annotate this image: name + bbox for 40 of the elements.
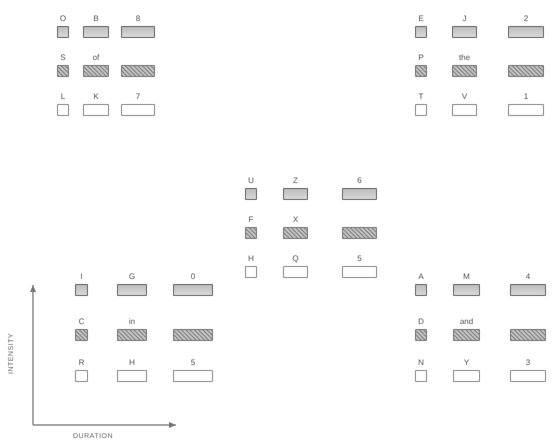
box-label: 3: [526, 358, 530, 368]
box-label: V: [462, 92, 468, 102]
box-label: 4: [526, 272, 530, 282]
box-label: T: [418, 92, 424, 102]
box-label: 5: [357, 254, 362, 264]
box-label: Z: [293, 176, 298, 186]
box-label: I: [80, 272, 83, 282]
box-label: A: [418, 272, 424, 282]
box-label: 0: [190, 272, 196, 282]
box-label: N: [418, 358, 424, 368]
box-label: in: [128, 317, 136, 327]
box-label: R: [78, 358, 84, 368]
box-label: U: [248, 176, 254, 186]
box-label: Y: [464, 358, 470, 368]
box-label: of: [92, 53, 100, 63]
box-label: C: [78, 317, 84, 327]
box-label: H: [248, 254, 254, 264]
box-label: O: [60, 14, 66, 24]
box-label: B: [93, 14, 99, 24]
box-label: D: [418, 317, 424, 327]
box-label: F: [248, 215, 254, 225]
box-label: 8: [136, 14, 140, 24]
box-label: 6: [357, 176, 362, 186]
box-label: P: [418, 53, 424, 63]
box-label: X: [292, 215, 298, 225]
box-label: G: [128, 272, 136, 282]
box-label: 2: [524, 14, 528, 24]
box-label: 7: [136, 92, 140, 102]
box-label: 1: [524, 92, 528, 102]
box-label: H: [129, 358, 135, 368]
box-label: 5: [190, 358, 196, 368]
box-label: E: [418, 14, 424, 24]
box-label: the: [458, 53, 470, 63]
box-label: M: [463, 272, 470, 282]
box-label: J: [462, 14, 466, 24]
box-label: S: [60, 53, 66, 63]
box-label: and: [460, 317, 474, 327]
box-label: Q: [292, 254, 299, 264]
box-label: L: [60, 92, 66, 102]
box-label: K: [93, 92, 99, 102]
